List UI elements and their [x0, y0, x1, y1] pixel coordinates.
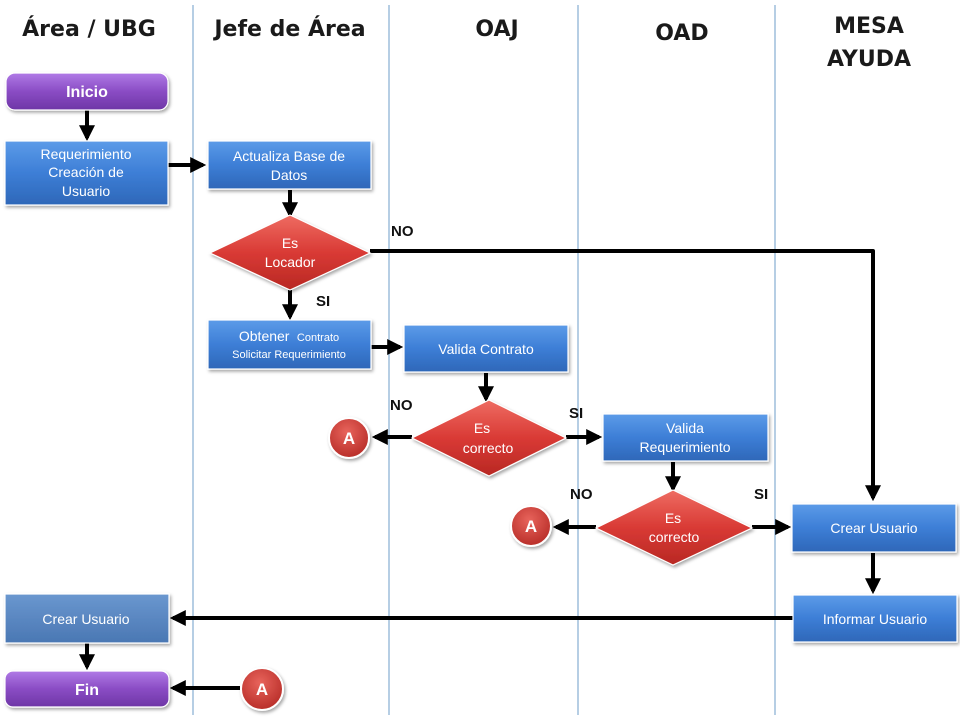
process-valida-contrato[interactable]: Valida Contrato [403, 324, 569, 373]
process-requerimiento[interactable]: Requerimiento Creación de Usuario [4, 140, 169, 206]
process-obtener-line2: Solicitar Requerimiento [232, 349, 346, 361]
process-obtener-word1: Obtener [239, 328, 290, 344]
process-actualiza-line2: Datos [271, 167, 308, 183]
label-no-locador: NO [391, 223, 414, 240]
lane-title-ayuda: AYUDA [827, 47, 911, 72]
process-requerimiento-line3: Usuario [62, 183, 110, 199]
process-crear-usuario-area[interactable]: Crear Usuario [4, 593, 170, 644]
decision-es-correcto-oad-line2: correcto [649, 529, 700, 545]
decision-es-correcto-oaj-line2: correcto [463, 440, 514, 456]
process-obtener-contrato[interactable]: Obtener Contrato Solicitar Requerimiento [207, 319, 372, 370]
decision-es-locador-line1: Es [282, 235, 298, 251]
decision-es-correcto-oad-line1: Es [665, 510, 681, 526]
connector-a-oad[interactable]: A [510, 505, 552, 547]
lane-title-mesa: MESA [834, 14, 904, 39]
process-actualiza-base[interactable]: Actualiza Base de Datos [207, 140, 372, 190]
decision-es-correcto-oad[interactable]: Es correcto [594, 489, 754, 566]
decision-es-locador-line2: Locador [265, 254, 316, 270]
process-valida-contrato-label: Valida Contrato [438, 341, 534, 357]
connector-a-oad-label: A [525, 517, 537, 536]
process-actualiza-line1: Actualiza Base de [233, 148, 345, 164]
end-terminal[interactable]: Fin [4, 670, 170, 708]
start-label: Inicio [66, 84, 108, 101]
process-valida-requerimiento[interactable]: Valida Requerimiento [602, 413, 769, 462]
label-si-oaj: SI [569, 405, 583, 422]
lane-title-jefe-area: Jefe de Área [212, 16, 365, 42]
lane-title-oaj: OAJ [475, 17, 518, 42]
label-si-oad: SI [754, 486, 768, 503]
label-no-oaj: NO [390, 397, 413, 414]
connector-a-oaj-label: A [343, 429, 355, 448]
process-valida-req-line1: Valida [666, 420, 704, 436]
label-no-oad: NO [570, 486, 593, 503]
connector-a-oaj[interactable]: A [328, 417, 370, 459]
label-si-locador: SI [316, 293, 330, 310]
process-requerimiento-line1: Requerimiento [40, 146, 131, 162]
end-label: Fin [75, 682, 99, 699]
flow-connectors [79, 110, 881, 696]
start-terminal[interactable]: Inicio [5, 72, 169, 111]
decision-es-locador[interactable]: Es Locador [208, 214, 372, 291]
process-valida-req-line2: Requerimiento [639, 439, 730, 455]
decision-es-correcto-oaj[interactable]: Es correcto [410, 399, 568, 477]
lane-title-area-ubg: Área / UBG [22, 16, 156, 42]
process-informar-usuario[interactable]: Informar Usuario [792, 594, 958, 643]
process-crear-usuario-mesa[interactable]: Crear Usuario [791, 503, 957, 553]
connector-a-fin-label: A [256, 680, 268, 699]
decision-es-correcto-oaj-line1: Es [474, 420, 490, 436]
process-requerimiento-line2: Creación de [48, 164, 124, 180]
lane-title-oad: OAD [655, 21, 708, 46]
process-obtener-word2: Contrato [297, 332, 339, 344]
connector-a-fin[interactable]: A [240, 667, 284, 711]
process-informar-usuario-label: Informar Usuario [823, 611, 927, 627]
process-crear-usuario-mesa-label: Crear Usuario [830, 520, 917, 536]
process-obtener-line1: Obtener Contrato [239, 328, 339, 345]
process-crear-usuario-area-label: Crear Usuario [42, 611, 129, 627]
lane-separators [192, 5, 776, 715]
